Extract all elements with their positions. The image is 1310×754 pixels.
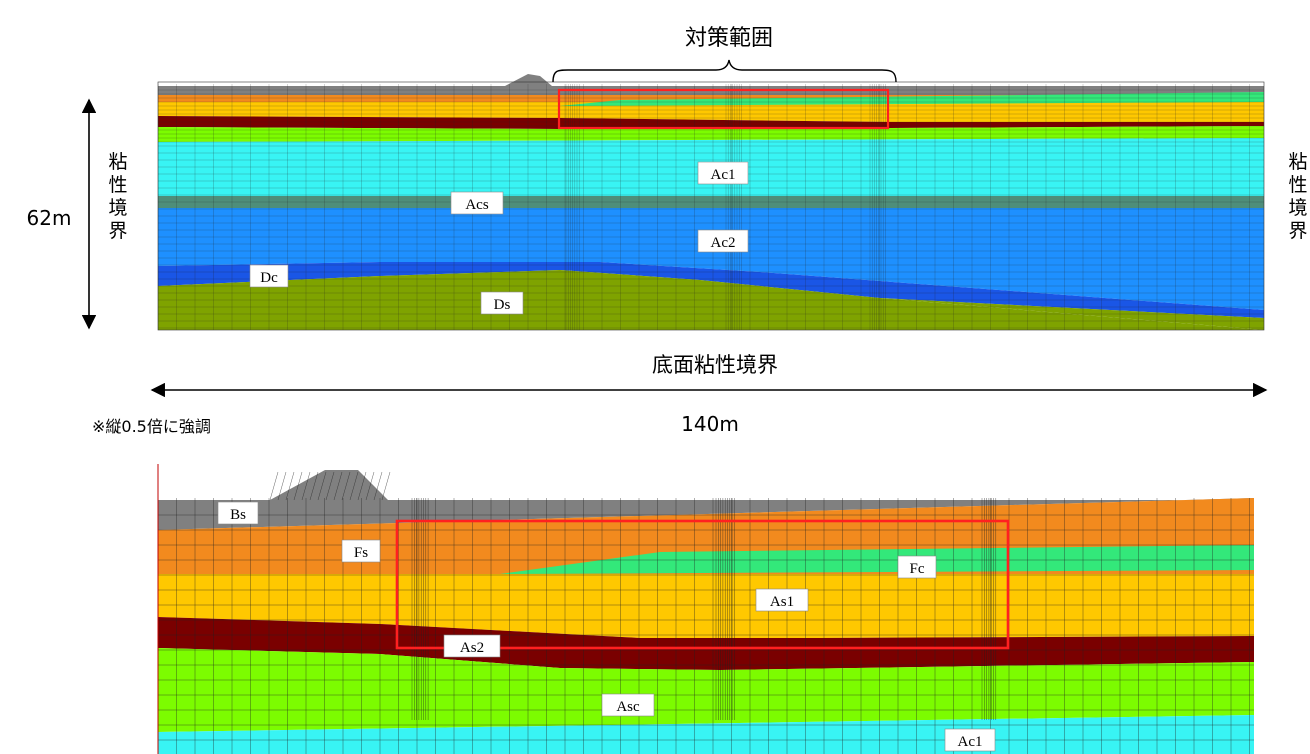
ac2-layer — [158, 208, 1264, 310]
svg-text:Ac1: Ac1 — [711, 167, 736, 183]
layer-label-ac1-bottom: Ac1 — [944, 728, 996, 752]
layer-label-asc: Asc — [601, 693, 655, 717]
left-boundary-char: 境 — [108, 197, 127, 219]
zoomed-model-section — [158, 470, 1254, 754]
fc-layer-zoom — [500, 545, 1254, 574]
layer-label-ac1-top: Ac1 — [697, 161, 749, 185]
as2-layer — [158, 116, 1264, 129]
top-mesh-lines — [158, 84, 1264, 330]
bottom-mesh-grid — [158, 471, 1254, 754]
depth-label: 62m — [27, 206, 72, 230]
full-model-section — [158, 74, 1264, 330]
layer-label-as2: As2 — [443, 634, 501, 658]
embankment-layer — [158, 74, 1264, 95]
svg-text:Fs: Fs — [354, 545, 368, 561]
range-title: 対策範囲 — [685, 26, 773, 51]
svg-text:Asc: Asc — [616, 699, 640, 715]
layer-label-fc: Fc — [897, 555, 937, 579]
layer-label-ds: Ds — [480, 291, 524, 315]
as1-layer — [158, 102, 1264, 122]
layer-label-ac2: Ac2 — [697, 229, 749, 253]
right-boundary-char: 界 — [1288, 220, 1307, 242]
exaggeration-note: ※縦0.5倍に強調 — [92, 417, 211, 436]
layer-label-dc: Dc — [249, 264, 289, 288]
svg-text:Ac1: Ac1 — [958, 734, 983, 750]
right-boundary-char: 性 — [1288, 174, 1307, 196]
range-brace — [552, 59, 897, 83]
as2-layer-zoom — [158, 617, 1254, 670]
svg-text:Ds: Ds — [494, 297, 511, 313]
top-model-border — [157, 81, 1265, 331]
left-boundary-char: 性 — [108, 174, 127, 196]
svg-text:Bs: Bs — [230, 507, 246, 523]
svg-text:As1: As1 — [770, 594, 794, 610]
left-boundary-char: 粘 — [108, 151, 127, 173]
layer-label-fs: Fs — [341, 539, 381, 563]
right-boundary-char: 粘 — [1288, 151, 1307, 173]
layer-label-as1: As1 — [755, 588, 809, 612]
width-label: 140m — [681, 412, 739, 436]
asc-layer-zoom — [158, 648, 1254, 732]
fc-layer — [560, 92, 1264, 106]
countermeasure-frame-top — [557, 88, 890, 130]
bottom-boundary-label: 底面粘性境界 — [652, 353, 778, 377]
svg-text:Acs: Acs — [465, 197, 488, 213]
bottom-soil-layers — [158, 470, 1254, 754]
svg-text:Fc: Fc — [910, 561, 925, 577]
svg-text:Dc: Dc — [260, 270, 278, 286]
right-boundary-char: 境 — [1288, 197, 1307, 219]
bottom-mesh-lines — [158, 471, 1254, 754]
countermeasure-frame-bottom — [395, 519, 1010, 650]
left-viscous-boundary: 粘 性 境 界 — [108, 151, 127, 242]
right-viscous-boundary: 粘 性 境 界 — [1288, 151, 1307, 242]
svg-text:As2: As2 — [460, 640, 484, 656]
layer-label-acs: Acs — [450, 191, 504, 215]
layer-label-bs: Bs — [217, 501, 259, 525]
top-mesh-grid — [158, 84, 1264, 330]
svg-text:Ac2: Ac2 — [711, 235, 736, 251]
left-boundary-char: 界 — [108, 220, 127, 242]
